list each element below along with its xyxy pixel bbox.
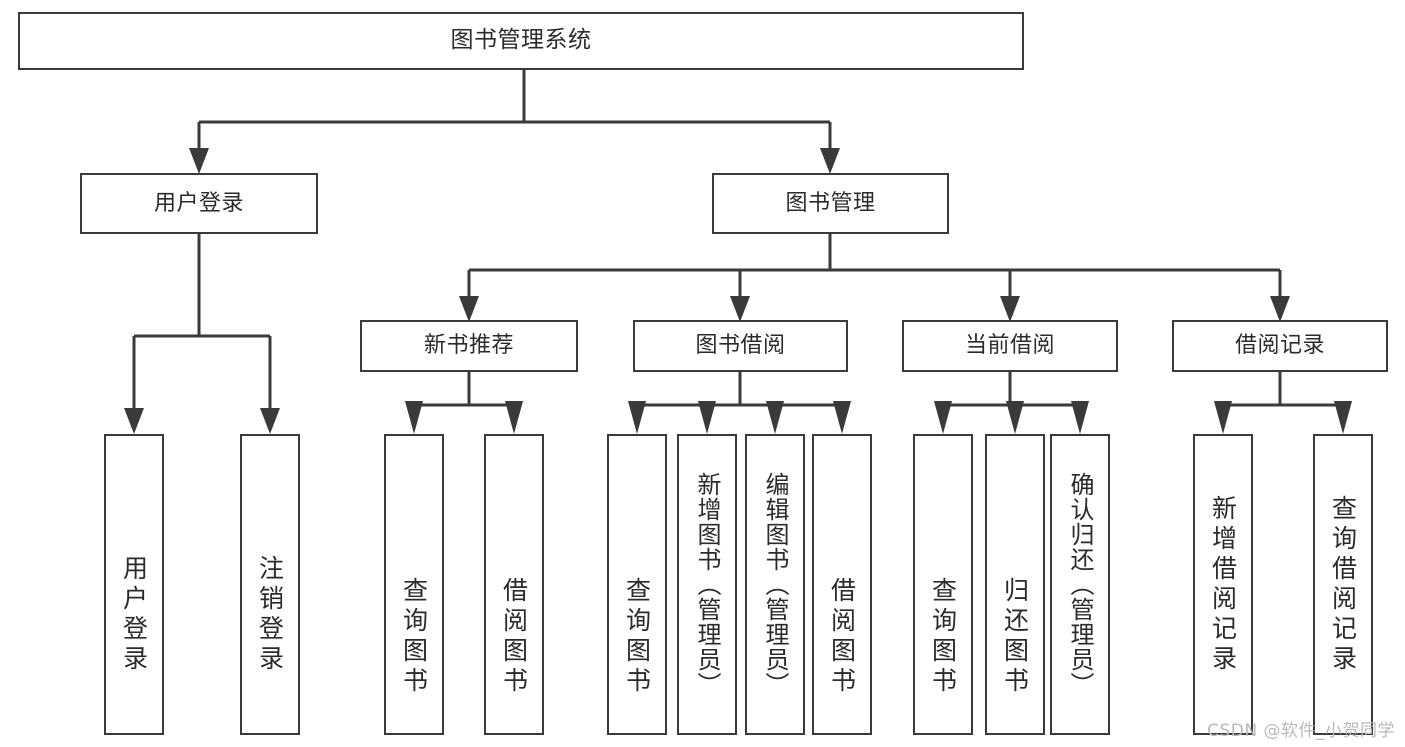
node-root-system[interactable]: 图书管理系统 bbox=[18, 12, 1024, 70]
node-book-management[interactable]: 图书管理 bbox=[712, 173, 949, 234]
arrowhead-current-borrow-leaf-2 bbox=[1006, 401, 1024, 434]
leaf-book-borrow-add-label: 新增图书（管理员） bbox=[693, 472, 721, 697]
arrowhead-current-borrow bbox=[1000, 296, 1020, 322]
arrowhead-new-book-leaf-2 bbox=[505, 401, 523, 434]
node-user-login[interactable]: 用户登录 bbox=[80, 173, 318, 234]
leaf-current-borrow-confirm-label: 确认归还（管理员） bbox=[1066, 472, 1094, 697]
arrowhead-book-manage bbox=[820, 148, 840, 174]
leaf-book-borrow-borrow-label: 借阅图书 bbox=[827, 577, 857, 697]
node-book-management-label: 图书管理 bbox=[785, 190, 876, 216]
node-user-login-label: 用户登录 bbox=[153, 190, 244, 216]
node-new-book-recommend-label: 新书推荐 bbox=[423, 333, 514, 359]
arrowhead-user-login-leaf-2 bbox=[260, 408, 280, 434]
arrowhead-new-book bbox=[459, 296, 479, 322]
leaf-book-borrow-edit-label: 编辑图书（管理员） bbox=[761, 472, 789, 697]
leaf-book-borrow-query[interactable]: 查询图书 bbox=[607, 434, 667, 735]
leaf-user-login-logout[interactable]: 注销登录 bbox=[240, 434, 300, 735]
arrowhead-book-borrow-leaf-4 bbox=[833, 401, 851, 434]
leaf-book-borrow-query-label: 查询图书 bbox=[622, 577, 652, 697]
leaf-borrow-record-add-label: 新增借阅记录 bbox=[1208, 494, 1238, 675]
arrowhead-new-book-leaf-1 bbox=[405, 401, 423, 434]
arrowhead-user-login-leaf-1 bbox=[124, 408, 144, 434]
node-current-borrow-label: 当前借阅 bbox=[964, 333, 1055, 359]
leaf-current-borrow-confirm[interactable]: 确认归还（管理员） bbox=[1050, 434, 1110, 735]
leaf-current-borrow-query-label: 查询图书 bbox=[928, 577, 958, 697]
leaf-borrow-record-query-label: 查询借阅记录 bbox=[1328, 494, 1358, 675]
leaf-book-borrow-borrow[interactable]: 借阅图书 bbox=[812, 434, 872, 735]
leaf-book-borrow-add[interactable]: 新增图书（管理员） bbox=[677, 434, 737, 735]
node-new-book-recommend[interactable]: 新书推荐 bbox=[360, 320, 578, 372]
node-current-borrow[interactable]: 当前借阅 bbox=[902, 320, 1118, 372]
leaf-current-borrow-return[interactable]: 归还图书 bbox=[985, 434, 1045, 735]
leaf-borrow-record-add[interactable]: 新增借阅记录 bbox=[1193, 434, 1253, 735]
leaf-user-login-login-label: 用户登录 bbox=[119, 555, 149, 675]
node-book-borrow[interactable]: 图书借阅 bbox=[633, 320, 848, 372]
arrowhead-book-borrow bbox=[730, 296, 750, 322]
node-borrow-record-label: 借阅记录 bbox=[1234, 333, 1325, 359]
arrowhead-borrow-record-leaf-1 bbox=[1214, 401, 1232, 434]
leaf-user-login-login[interactable]: 用户登录 bbox=[104, 434, 164, 735]
arrowhead-borrow-record-leaf-2 bbox=[1334, 401, 1352, 434]
leaf-current-borrow-return-label: 归还图书 bbox=[1000, 577, 1030, 697]
node-book-borrow-label: 图书借阅 bbox=[695, 333, 786, 359]
arrowhead-user-login bbox=[189, 148, 209, 174]
arrowhead-book-borrow-leaf-3 bbox=[766, 401, 784, 434]
arrowheads bbox=[124, 148, 1352, 434]
leaf-new-book-borrow[interactable]: 借阅图书 bbox=[484, 434, 544, 735]
arrowhead-borrow-record bbox=[1270, 296, 1290, 322]
leaf-new-book-query[interactable]: 查询图书 bbox=[384, 434, 444, 735]
leaf-new-book-borrow-label: 借阅图书 bbox=[499, 577, 529, 697]
leaf-book-borrow-edit[interactable]: 编辑图书（管理员） bbox=[745, 434, 805, 735]
leaf-current-borrow-query[interactable]: 查询图书 bbox=[913, 434, 973, 735]
arrowhead-book-borrow-leaf-1 bbox=[628, 401, 646, 434]
arrowhead-current-borrow-leaf-3 bbox=[1071, 401, 1089, 434]
node-borrow-record[interactable]: 借阅记录 bbox=[1172, 320, 1388, 372]
node-root-system-label: 图书管理系统 bbox=[450, 27, 592, 54]
leaf-new-book-query-label: 查询图书 bbox=[399, 577, 429, 697]
leaf-borrow-record-query[interactable]: 查询借阅记录 bbox=[1313, 434, 1373, 735]
arrowhead-current-borrow-leaf-1 bbox=[934, 401, 952, 434]
arrowhead-book-borrow-leaf-2 bbox=[698, 401, 716, 434]
leaf-user-login-logout-label: 注销登录 bbox=[255, 555, 285, 675]
